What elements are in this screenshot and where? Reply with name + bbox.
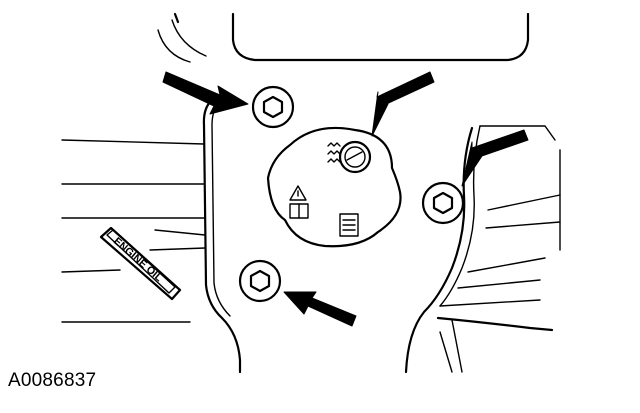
callout-arrow-oil-cap bbox=[371, 71, 435, 137]
cap-oil-can-symbol bbox=[338, 140, 372, 174]
upper-left-bolt bbox=[251, 85, 295, 129]
left-upper-contour bbox=[157, 19, 207, 63]
cap-label-block bbox=[339, 213, 359, 237]
callout-arrow-lower-left-bolt bbox=[283, 291, 357, 327]
top-housing-outline bbox=[231, 12, 530, 62]
cap-wave-marks bbox=[327, 142, 341, 163]
callout-arrow-upper-left-bolt bbox=[162, 71, 249, 115]
right-cover-edge bbox=[404, 126, 474, 374]
callout-arrow-right-bolt bbox=[461, 129, 529, 187]
dipstick-handle bbox=[99, 226, 182, 301]
lower-left-bolt bbox=[238, 259, 282, 303]
right-component-lines bbox=[436, 125, 561, 373]
oil-filler-cap bbox=[266, 126, 402, 248]
left-component-lines bbox=[61, 139, 206, 323]
right-bolt bbox=[421, 181, 465, 225]
left-cover-edge bbox=[202, 98, 242, 374]
top-housing-edge bbox=[173, 12, 180, 24]
dipstick-label: ENGINE OIL bbox=[111, 235, 165, 284]
figure-id: A0086837 bbox=[8, 370, 97, 391]
cap-warning-triangle-icon bbox=[289, 185, 307, 201]
